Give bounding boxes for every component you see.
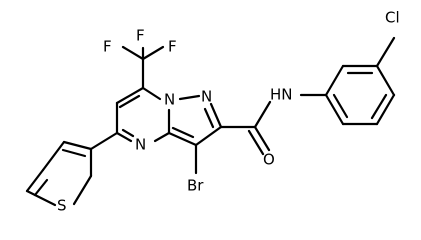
bond-th-3 bbox=[25, 168, 45, 193]
carbonyl-oxygen-label: O bbox=[263, 151, 275, 169]
bond-ph-4-double bbox=[370, 93, 388, 120]
bridgehead-nitrogen-label: N bbox=[164, 91, 175, 109]
fluorine-label-1: F bbox=[103, 38, 112, 56]
bromine-label: Br bbox=[187, 177, 204, 195]
bond-amide-c-n bbox=[253, 100, 272, 129]
bond-ph-4 bbox=[375, 93, 396, 126]
pyrimidine-nitrogen-label: N bbox=[135, 136, 146, 154]
bond-th-1 bbox=[62, 140, 93, 151]
bond-c3-c3a bbox=[167, 131, 198, 147]
bond-cf3-f3 bbox=[141, 45, 165, 61]
bond-cf3-f1 bbox=[121, 45, 145, 61]
bond-c3-c3a-double bbox=[171, 126, 195, 139]
bond-ph-3 bbox=[375, 64, 396, 97]
bond-c7-n1 bbox=[141, 86, 162, 101]
bond-amide-c-o-double bbox=[247, 129, 265, 156]
bond-c7-c6-double bbox=[118, 94, 141, 109]
bond-n2-c2-double bbox=[203, 107, 215, 129]
chlorine-label: Cl bbox=[385, 9, 400, 27]
bond-n1-n2 bbox=[178, 94, 201, 101]
bond-th-3-double bbox=[33, 178, 49, 197]
bond-c5-thienyl bbox=[89, 131, 119, 151]
bond-ph-cl bbox=[375, 36, 396, 68]
bond-c5-n4-double bbox=[121, 128, 135, 138]
amide-nh-label: HN bbox=[270, 86, 293, 104]
bond-th-4 bbox=[25, 189, 57, 207]
bond-ph-6-double bbox=[332, 93, 349, 119]
bond-c2-c3 bbox=[194, 125, 223, 147]
sulfur-label: S bbox=[57, 197, 67, 215]
bond-th-5 bbox=[72, 174, 93, 206]
bond-n4-c3a bbox=[153, 131, 171, 143]
bond-c7-c6 bbox=[115, 86, 145, 105]
bond-ph-6 bbox=[324, 93, 345, 126]
atom-labels: F F F Cl HN N N N O Br S bbox=[57, 9, 400, 215]
fluorine-label-2: F bbox=[136, 27, 145, 45]
pyrazole-nitrogen-label: N bbox=[201, 88, 212, 106]
bond-c5-n4 bbox=[115, 131, 133, 143]
bond-ph-1 bbox=[324, 64, 345, 97]
bond-n2-c2 bbox=[209, 102, 223, 129]
bonds bbox=[25, 36, 396, 207]
bond-th-1-double bbox=[61, 148, 87, 158]
bond-th-2 bbox=[41, 140, 66, 172]
chemical-structure-diagram: F F F Cl HN N N N O Br S bbox=[25, 9, 400, 215]
bond-amide-c-o bbox=[253, 125, 271, 152]
fluorine-label-3: F bbox=[168, 38, 177, 56]
